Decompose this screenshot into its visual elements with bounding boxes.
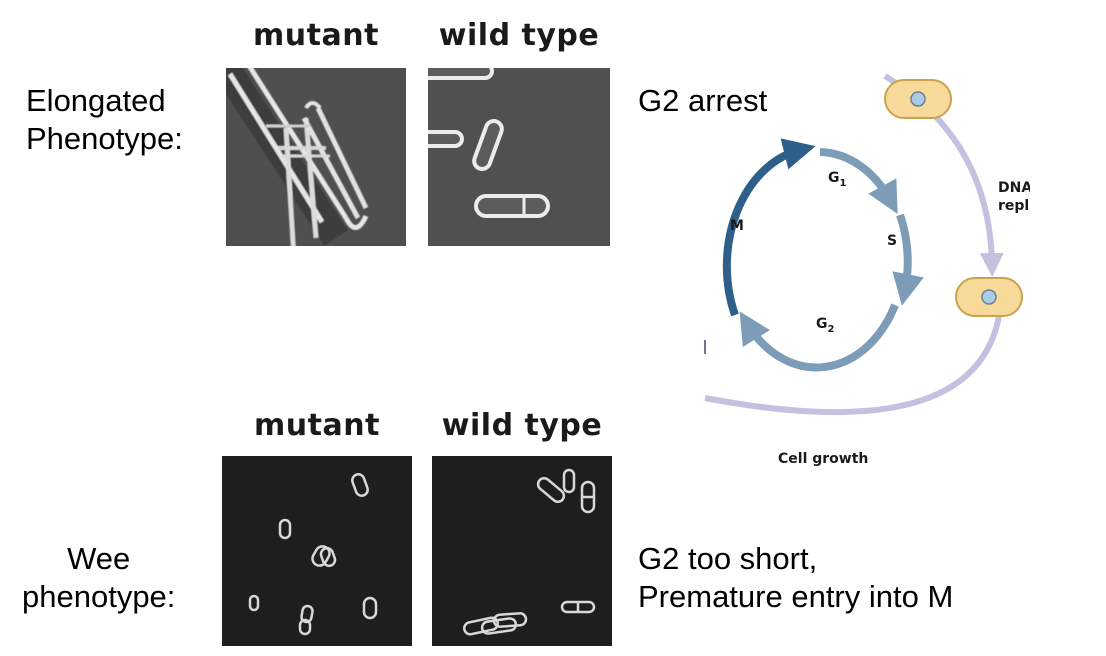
wee-label-line2: phenotype: [22, 579, 176, 614]
m-phase-arrow [722, 138, 816, 317]
phase-m-label: M [730, 218, 744, 234]
cell-growth-label: Cell growth [778, 451, 868, 467]
cell-top-icon [884, 79, 952, 119]
top-mutant-header: mutant [253, 18, 379, 53]
top-wildtype-photo [428, 68, 610, 246]
phase-g1-label: G1 [828, 170, 847, 189]
g2-arrest-annotation: G2 arrest [638, 83, 768, 118]
top-mutant-photo [226, 68, 406, 246]
g2-too-short-line2: Premature entry into M [638, 579, 954, 614]
bottom-mutant-photo [222, 456, 412, 646]
g2-too-short-line1: G2 too short, [638, 541, 818, 576]
wee-label-line1: Wee [67, 541, 131, 576]
phase-g2-label: G2 [816, 316, 835, 335]
wee-phenotype-label: Wee phenotype: [22, 540, 175, 616]
g2-too-short-annotation: G2 too short, Premature entry into M [638, 540, 953, 616]
phase-s-label: S [887, 233, 897, 249]
elongated-label-line2: Phenotype: [26, 121, 183, 156]
bottom-mutant-header: mutant [254, 408, 380, 443]
g2-phase-arrow [739, 303, 899, 372]
s-phase-arrow [892, 213, 924, 306]
outer-arrow-cell-growth [704, 309, 1003, 415]
bottom-wildtype-header: wild type [441, 408, 603, 443]
g1-phase-arrow [819, 148, 898, 215]
top-wildtype-header: wild type [438, 18, 600, 53]
cell-cycle-diagram: M G1 S G2 DNA replication Cell growth [704, 73, 1030, 467]
elongated-phenotype-label: Elongated Phenotype: [26, 82, 183, 158]
elongated-label-line1: Elongated [26, 83, 166, 118]
dna-replication-label: DNA replication [998, 180, 1030, 214]
bottom-wildtype-photo [432, 456, 612, 646]
cell-middle-icon [955, 277, 1023, 317]
